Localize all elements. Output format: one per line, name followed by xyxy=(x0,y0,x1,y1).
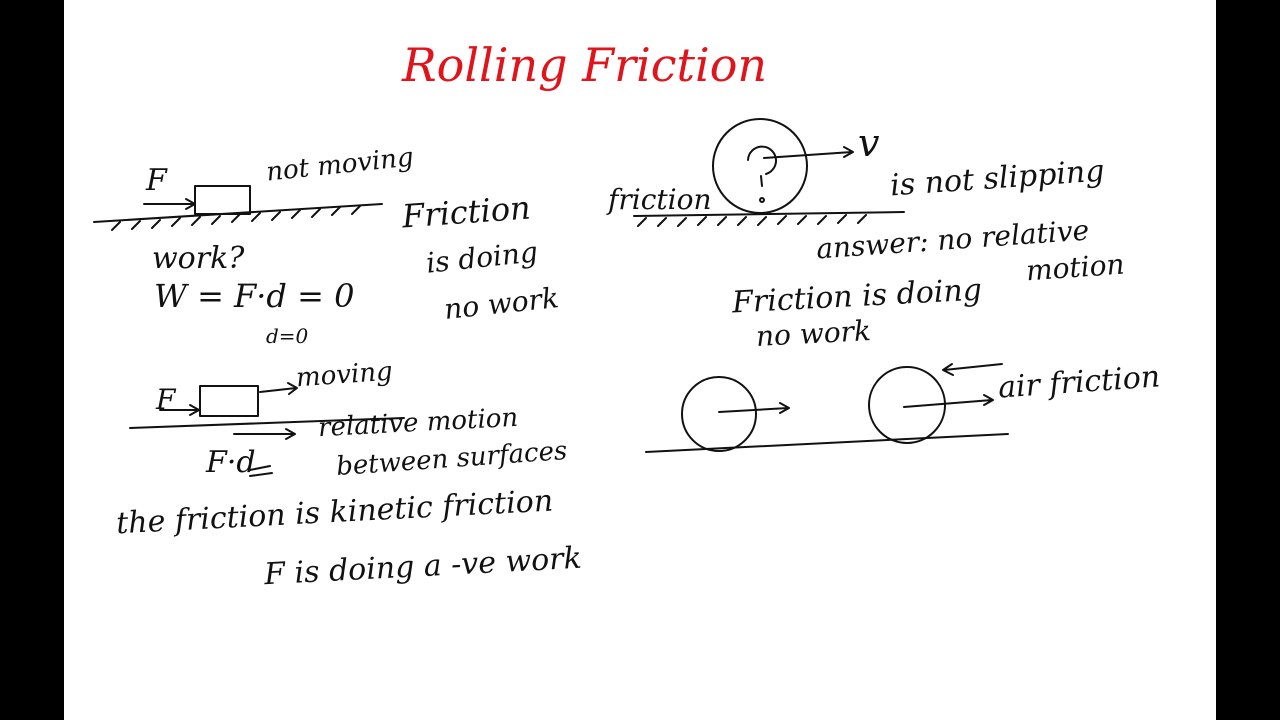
force-label-1: F xyxy=(146,163,167,198)
hand-drawn-sketches xyxy=(93,118,1009,477)
moving-block-diagram xyxy=(129,382,405,477)
work-equation: W = F·d = 0 xyxy=(154,277,355,315)
friction-label-right: friction xyxy=(608,183,712,216)
velocity-label: v xyxy=(858,121,880,165)
d-zero-label: d=0 xyxy=(266,324,309,348)
two-wheels-diagram xyxy=(645,363,1009,453)
moving-label: moving xyxy=(295,356,394,394)
no-work-label-right: no work xyxy=(755,314,872,353)
motion-label: motion xyxy=(1024,247,1126,288)
page-title: Rolling Friction xyxy=(402,38,768,92)
fd-label: F·d xyxy=(206,445,256,480)
force-label-2: F xyxy=(156,383,176,416)
rolling-wheel-diagram xyxy=(633,118,905,227)
static-block-diagram xyxy=(93,185,383,231)
whiteboard: Rolling Friction F not moving Friction w… xyxy=(64,0,1216,720)
work-question: work? xyxy=(152,241,245,276)
friction-label-left: Friction xyxy=(400,188,532,236)
